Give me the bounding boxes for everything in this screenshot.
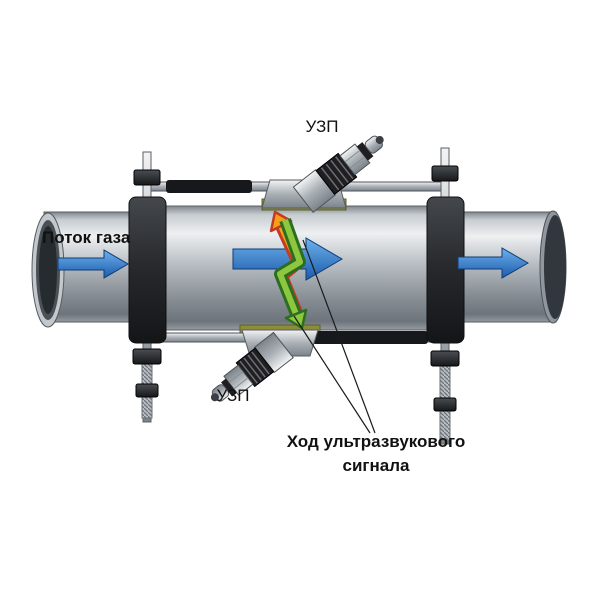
transducer-top xyxy=(261,135,384,214)
pointer-line-2 xyxy=(302,239,376,434)
flow-arrow-right xyxy=(457,247,530,279)
flow-label: Поток газа xyxy=(42,228,131,247)
clamp-right-nut-bottom2 xyxy=(433,397,457,412)
clamp-left-nut-bottom1 xyxy=(132,348,162,365)
clamp-left-body xyxy=(128,196,167,344)
uzp-top-label: УЗП xyxy=(306,117,339,136)
clamp-left-nut-bottom2 xyxy=(135,383,159,398)
flow-arrow-left xyxy=(57,249,129,279)
caption-pointer-lines xyxy=(293,239,376,434)
signal-down-arrow xyxy=(277,218,303,316)
pipe-right-cap xyxy=(544,215,566,319)
caption-line-2: сигнала xyxy=(343,456,411,475)
transducer-bottom xyxy=(210,329,319,402)
clamp-left xyxy=(128,151,167,423)
tie-rod-top-sleeve xyxy=(166,180,252,193)
clamp-right-nut-bottom1 xyxy=(430,350,460,367)
clamp-right-body xyxy=(426,196,465,344)
pipe xyxy=(31,205,567,331)
pointer-line-1 xyxy=(293,315,371,434)
caption-line-1: Ход ультразвукового xyxy=(287,432,466,451)
signal-path xyxy=(269,210,308,330)
clamp-right-nut-top xyxy=(431,165,459,182)
clamp-right xyxy=(426,147,465,445)
clamp-left-nut-top xyxy=(133,169,161,186)
tie-rod-bottom-sleeve xyxy=(312,331,428,344)
pipe-left-bore xyxy=(39,226,57,314)
uzp-bottom-label: УЗП xyxy=(217,386,250,405)
flow-arrows xyxy=(57,237,530,281)
